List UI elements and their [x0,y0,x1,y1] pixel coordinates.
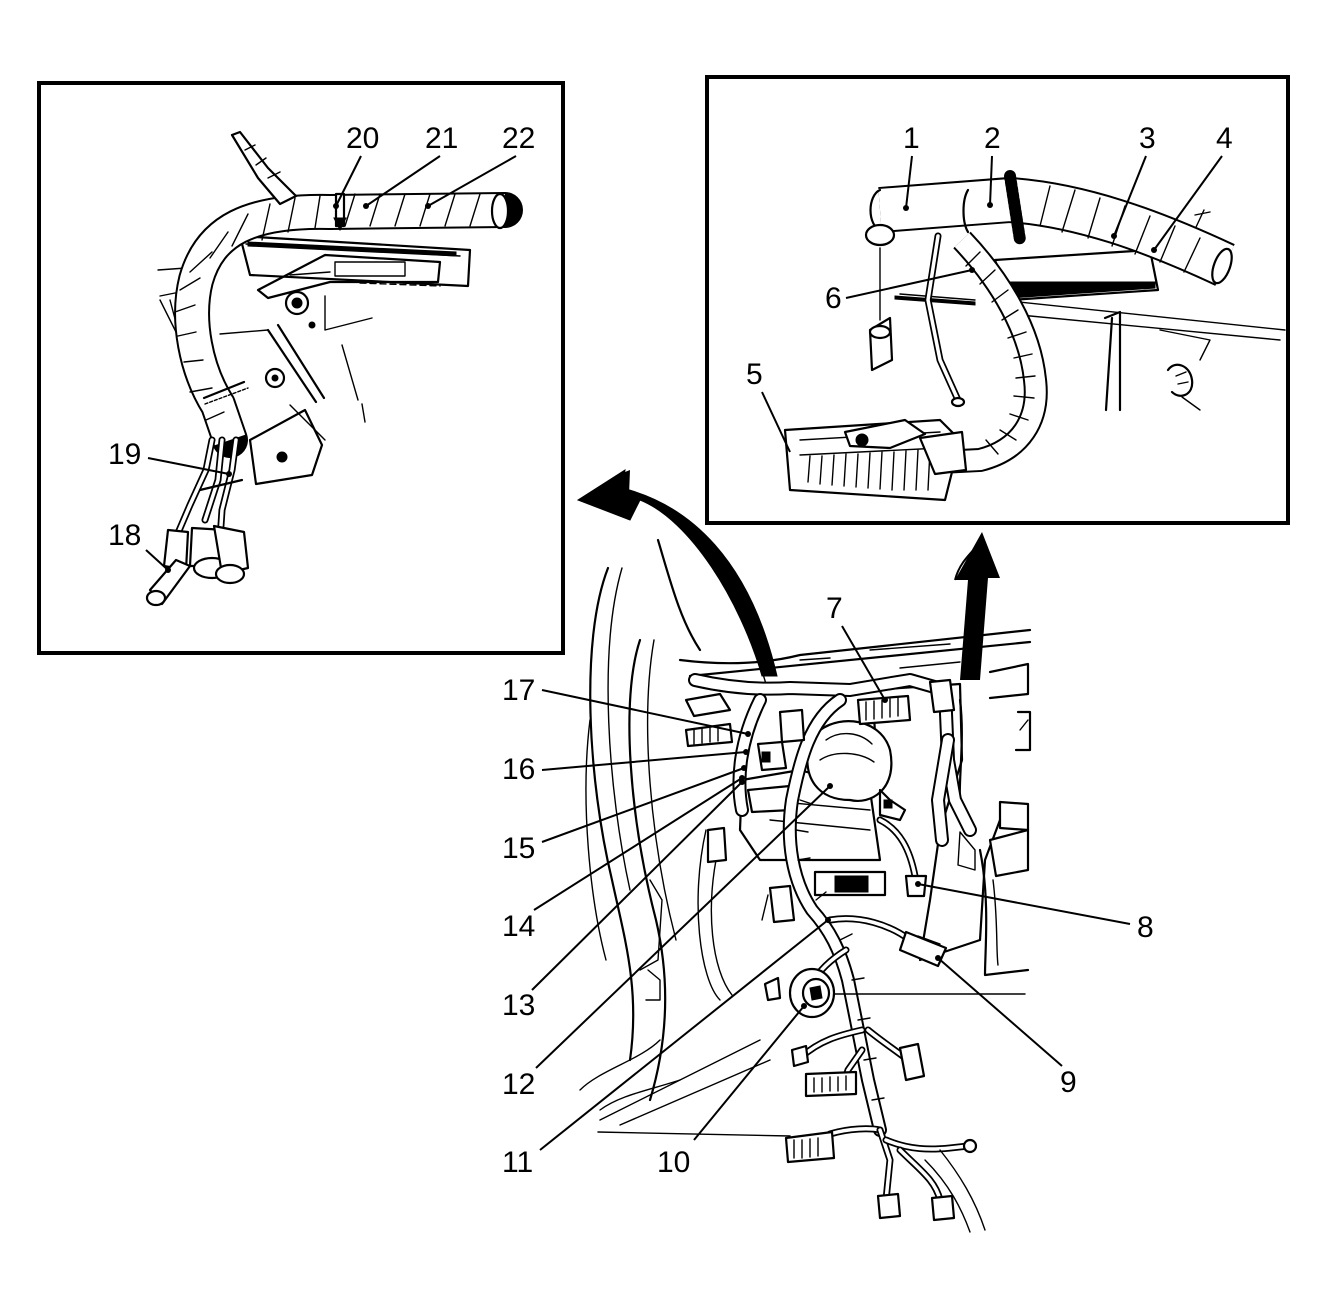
pointer-arrows [576,468,1000,680]
callout-label-1: 1 [903,122,920,155]
connectors-lower-left [145,436,250,607]
callout-label-12: 12 [502,1068,535,1101]
connector-block-right [783,418,968,502]
harness-right [864,170,1235,474]
detail-left-frame [37,81,565,655]
callout-label-10: 10 [657,1146,690,1179]
callout-label-7: 7 [826,592,843,625]
callout-label-18: 18 [108,519,141,552]
callout-label-20: 20 [346,122,379,155]
callout-label-17: 17 [502,674,535,707]
callout-label-15: 15 [502,832,535,865]
harness-loop-left [174,130,523,458]
callout-label-13: 13 [502,989,535,1022]
callouts-left: 20 21 22 19 18 [108,122,535,573]
main-view-dash-harness: 7 17 16 15 14 13 12 11 10 9 8 [502,538,1154,1233]
callout-label-2: 2 [984,122,1001,155]
dash-top-main [678,628,1032,832]
callout-label-11: 11 [502,1146,533,1179]
callout-label-22: 22 [502,122,535,155]
callouts-right: 1 2 3 4 6 5 [746,122,1233,453]
left-side-components [684,692,796,1002]
blower-housing [806,720,907,822]
callout-label-14: 14 [502,910,535,943]
dash-structure-right [868,209,1286,412]
round-component-10 [597,967,1026,1137]
callout-label-21: 21 [425,122,458,155]
callout-label-3: 3 [1139,122,1156,155]
callout-label-4: 4 [1216,122,1233,155]
callout-label-8: 8 [1137,911,1154,944]
main-harness-trunk [688,673,986,1233]
callout-label-6: 6 [825,282,842,315]
callout-label-16: 16 [502,753,535,786]
detail-view-left: 20 21 22 19 18 [37,81,565,655]
callouts-main: 7 17 16 15 14 13 12 11 10 9 8 [502,592,1154,1179]
top-connectors-main [778,678,956,744]
detail-view-right: 1 2 3 4 6 5 [705,75,1290,525]
callout-label-9: 9 [1060,1066,1077,1099]
callout-label-5: 5 [746,358,763,391]
callout-label-19: 19 [108,438,141,471]
